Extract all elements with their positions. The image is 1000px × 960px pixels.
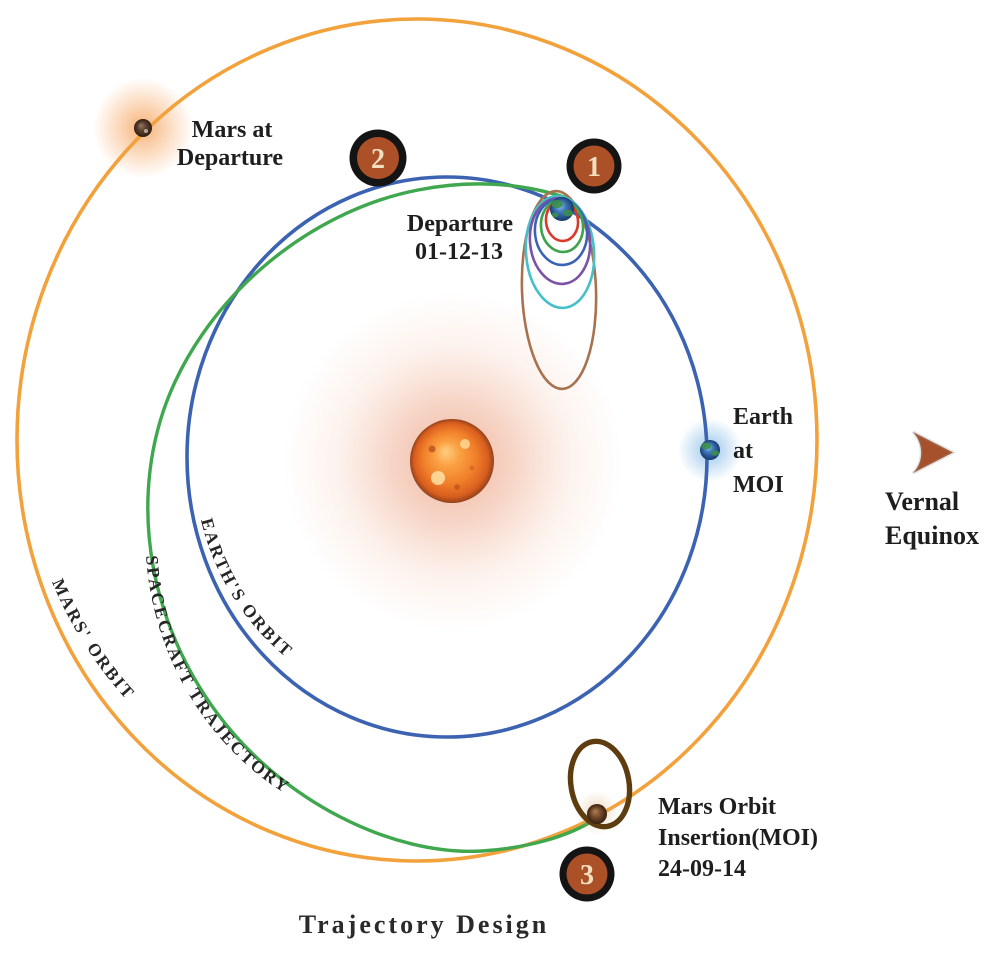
diagram-title: Trajectory Design: [299, 910, 550, 939]
sun: [410, 419, 494, 503]
earth-at-moi-label-line2: at: [733, 438, 753, 464]
moi-label-line2: Insertion(MOI): [658, 825, 818, 851]
badge-1: 1: [566, 138, 622, 194]
earth-at-moi-label: Earth at MOI: [733, 404, 793, 498]
vernal-equinox-arrow-icon: [911, 430, 957, 475]
vernal-equinox-label-line2: Equinox: [885, 521, 979, 550]
mars-at-departure-highlight: [144, 129, 148, 133]
vernal-equinox-group: Vernal Equinox: [885, 430, 979, 550]
mars-at-departure-label: Mars at Departure: [177, 117, 284, 171]
spacecraft-trajectory-path: [146, 182, 595, 853]
departure-label: Departure 01-12-13: [407, 211, 514, 265]
departure-label-line1: Departure: [407, 211, 514, 237]
mars-orbit-label: MARS' ORBIT: [48, 576, 139, 704]
mars-at-departure-label-line1: Mars at: [192, 117, 273, 143]
mars-at-departure-dot: [134, 119, 152, 137]
badge-3-number: 3: [580, 860, 594, 891]
vernal-equinox-label-line1: Vernal: [885, 487, 959, 516]
mars-orbit-insertion-label: Mars Orbit Insertion(MOI) 24-09-14: [658, 794, 818, 882]
earth-at-moi-label-line3: MOI: [733, 472, 784, 498]
earth-at-moi-globe: [700, 440, 720, 460]
departure-orbit-5: [524, 194, 596, 310]
badge-2-number: 2: [371, 144, 385, 175]
departure-label-line2: 01-12-13: [415, 239, 503, 265]
earth-orbit-label: EARTH'S ORBIT: [197, 516, 297, 661]
mars-at-moi-dot: [587, 804, 607, 824]
mars-at-departure-label-line2: Departure: [177, 145, 284, 171]
badge-1-number: 1: [587, 152, 601, 183]
moi-capture-ellipse: [567, 738, 633, 830]
moi-label-line3: 24-09-14: [658, 856, 746, 882]
departure-orbit-6: [520, 189, 598, 391]
mars-orbit-circle: [15, 17, 819, 863]
badge-3: 3: [559, 846, 615, 902]
earth-at-moi-label-line1: Earth: [733, 404, 793, 430]
earth-at-departure-globe: [550, 197, 574, 221]
badge-2: 2: [349, 129, 407, 187]
moi-label-line1: Mars Orbit: [658, 794, 776, 820]
